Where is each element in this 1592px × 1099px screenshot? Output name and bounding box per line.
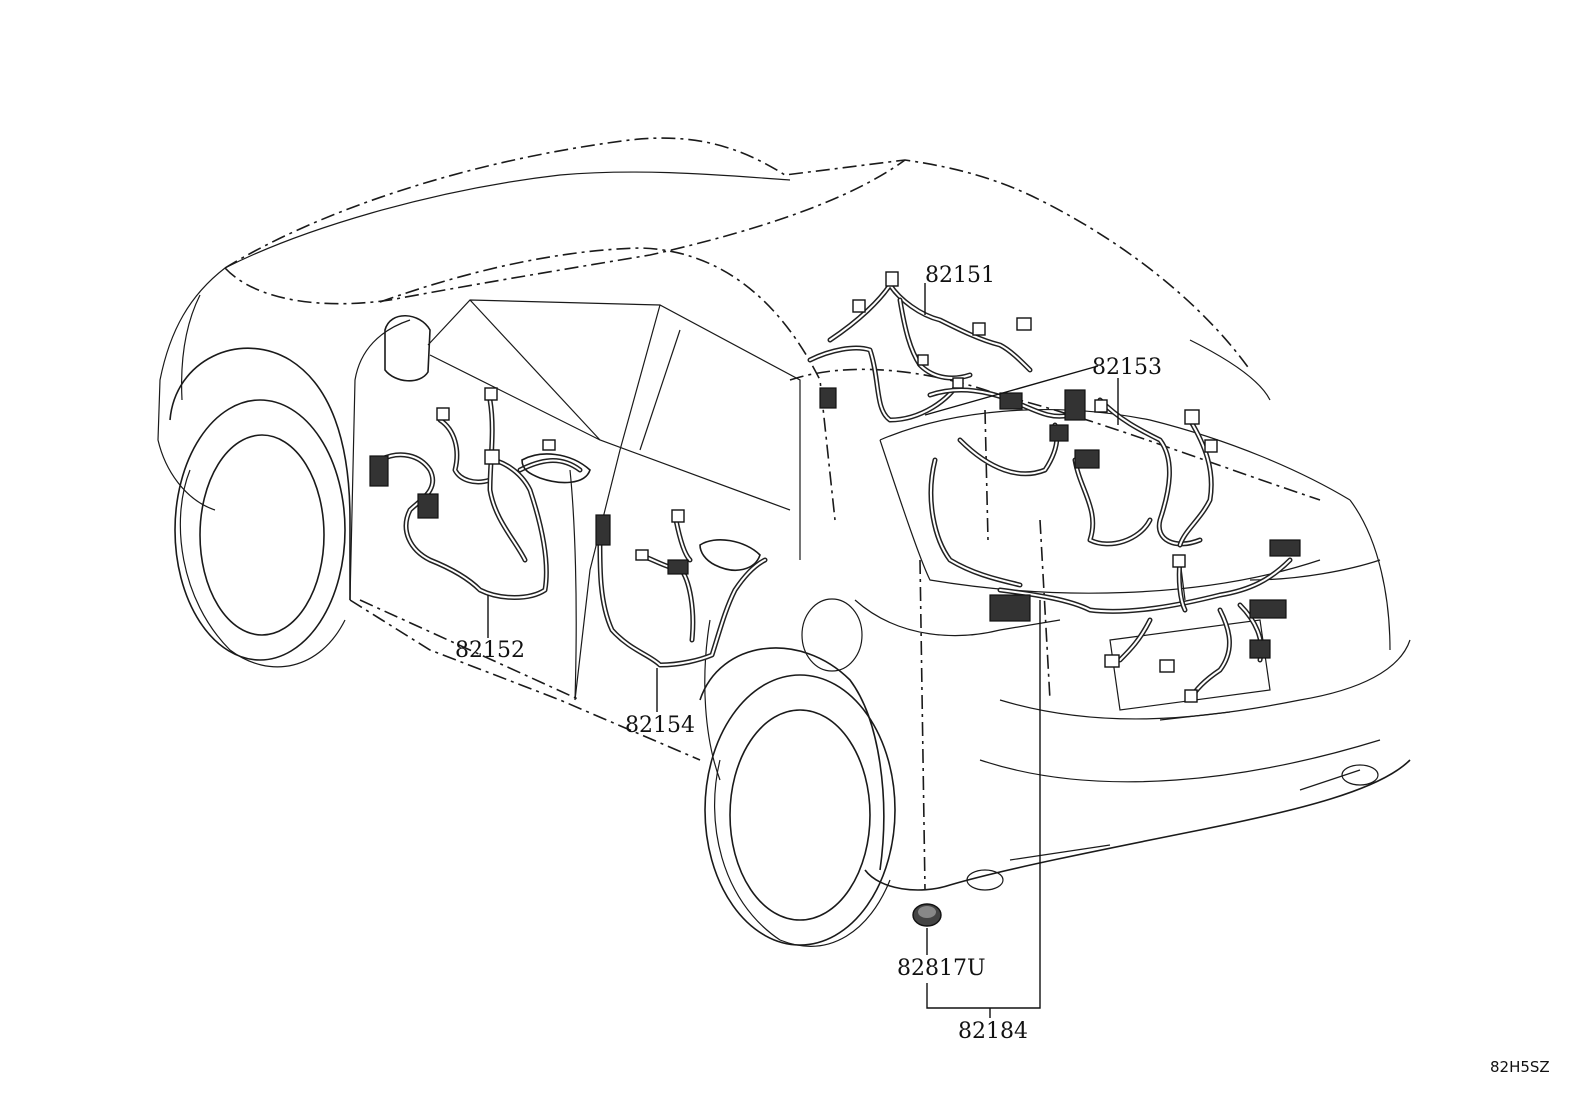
harness-82184	[989, 539, 1301, 703]
callout-82184: 82184	[958, 1019, 1028, 1044]
callout-82152: 82152	[455, 638, 525, 663]
harness-82152	[369, 387, 591, 600]
callout-labels: 82151 82153 82152 82154 82817U 82184 82H…	[455, 263, 1550, 1076]
callout-82153: 82153	[1092, 355, 1162, 380]
diagram-code: 82H5SZ	[1490, 1058, 1550, 1076]
callout-82154: 82154	[625, 713, 695, 738]
callout-82151: 82151	[925, 263, 995, 288]
vehicle-outline	[157, 137, 1411, 947]
harness-82153	[927, 387, 1218, 588]
harness-82154	[595, 509, 768, 668]
callout-82817U: 82817U	[897, 956, 986, 981]
leader-lines	[487, 283, 1119, 1018]
grommet-82817U	[912, 903, 942, 927]
harness-82151	[807, 271, 1033, 423]
